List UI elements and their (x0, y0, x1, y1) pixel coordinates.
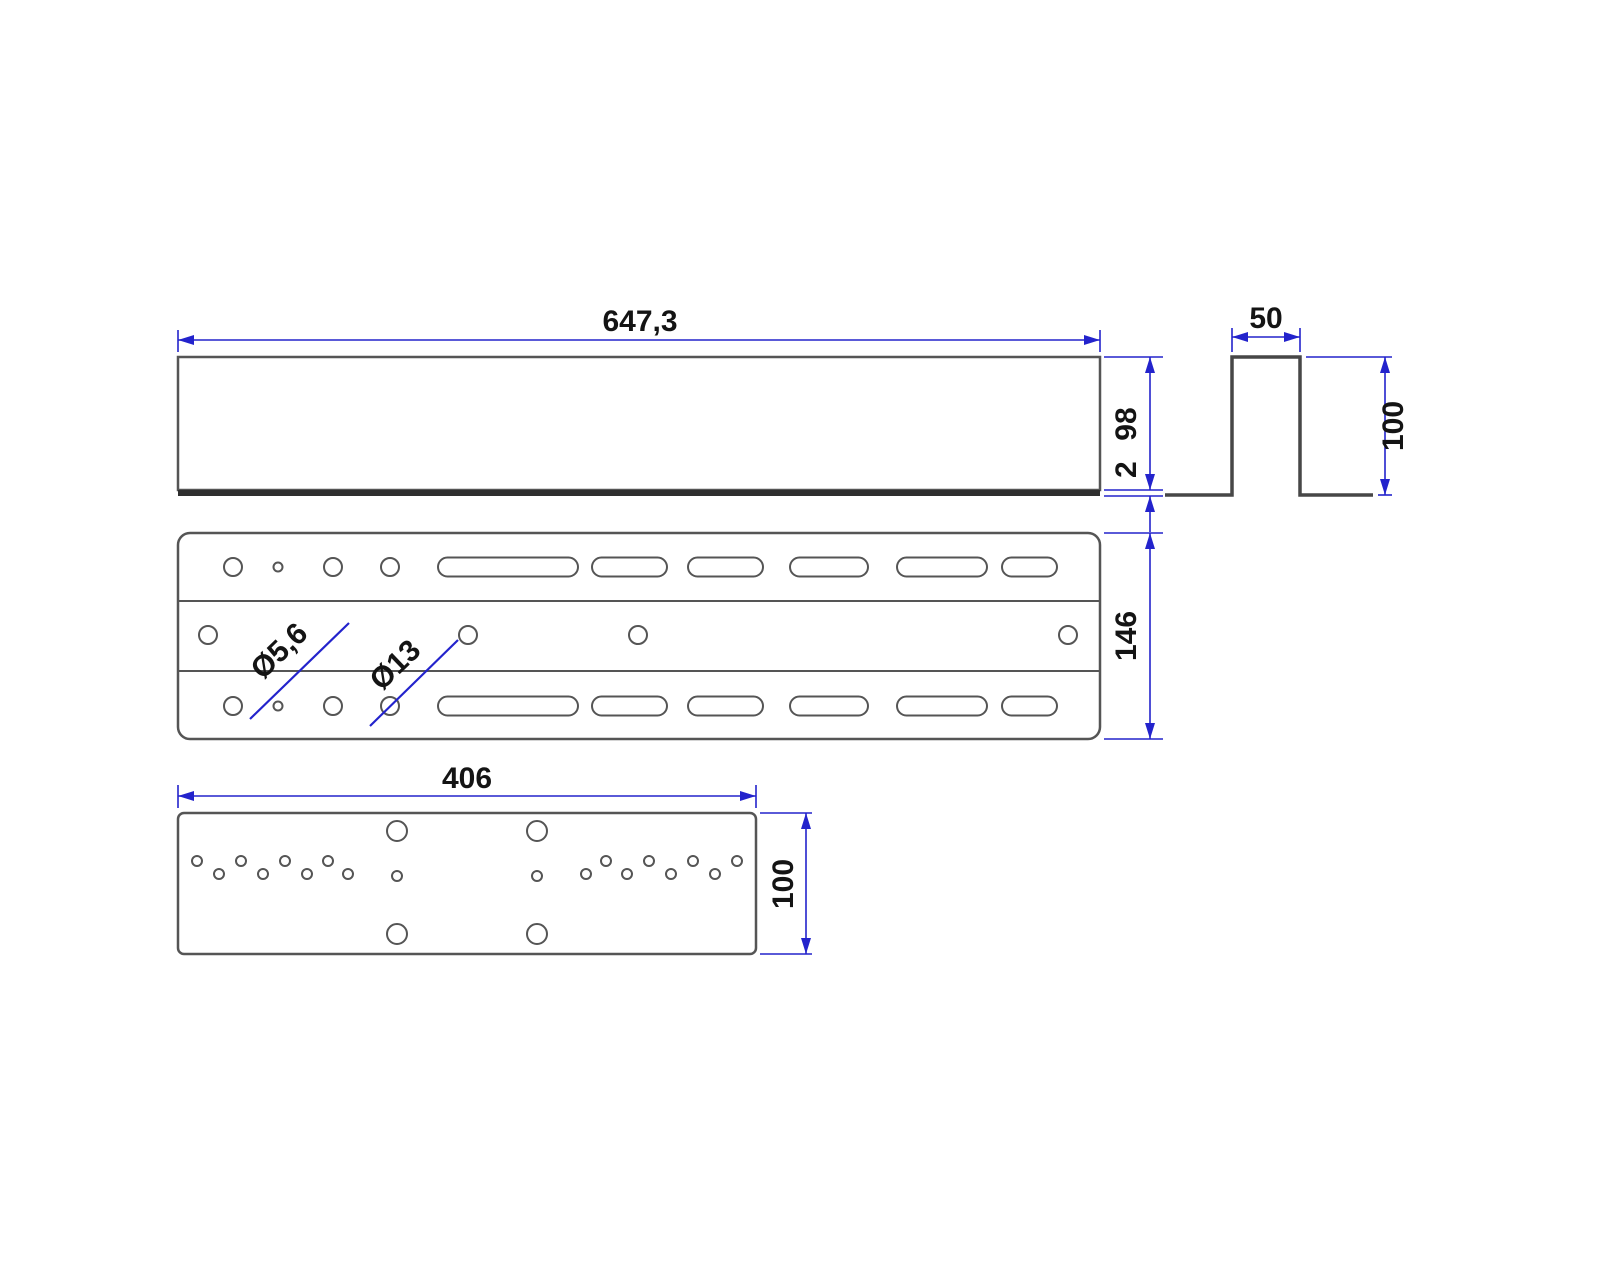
hole-small (709, 868, 721, 880)
plate-center-holes (391, 870, 543, 882)
hole-small (643, 855, 655, 867)
flat-pattern-view: Ø5,6 Ø13 (176, 531, 1102, 741)
dim-text-section-width: 50 (1249, 302, 1282, 335)
hole (380, 557, 400, 577)
dim-text-flat-width: 146 (1110, 611, 1143, 661)
hole-small (272, 561, 284, 573)
hole-small (687, 855, 699, 867)
slot (789, 556, 869, 578)
slot (687, 695, 764, 717)
slot (437, 556, 579, 578)
hole-small (665, 868, 677, 880)
flat-bottom-hole-row (223, 695, 1058, 717)
dim-text-plate-width: 100 (767, 859, 800, 909)
plate-right-hole-group (580, 855, 743, 880)
hole (198, 625, 218, 645)
dim-plate-width: 100 (760, 812, 812, 955)
dim-side-height: 98 2 (1104, 356, 1163, 532)
side-view-outline (176, 355, 1102, 492)
dim-text-plate-length: 406 (442, 762, 492, 795)
plate-left-hole-group (191, 855, 354, 880)
hole (323, 696, 343, 716)
hole (458, 625, 478, 645)
hole-small (301, 868, 313, 880)
hole-small (272, 700, 284, 712)
dim-plate-length: 406 (177, 762, 757, 808)
dim-text-section-height: 100 (1377, 401, 1410, 451)
section-profile-outline (1165, 355, 1373, 497)
slot (687, 556, 764, 578)
plate-corner-holes (386, 820, 548, 945)
hole (386, 820, 408, 842)
hole (526, 820, 548, 842)
hole-small (621, 868, 633, 880)
side-view (176, 355, 1102, 496)
flat-top-hole-row (223, 556, 1058, 578)
leader-line (249, 622, 350, 720)
hole (628, 625, 648, 645)
dim-section-width: 50 (1231, 302, 1301, 352)
slot (591, 695, 668, 717)
leader-line (369, 639, 459, 727)
dim-text-side-height: 98 (1110, 407, 1143, 440)
slot (437, 695, 579, 717)
hole-small (322, 855, 334, 867)
flat-middle-hole-row (198, 625, 1078, 645)
hole-small (731, 855, 743, 867)
hole-small (235, 855, 247, 867)
section-view (1165, 355, 1373, 497)
hole-small (213, 868, 225, 880)
slot (591, 556, 668, 578)
hole (386, 923, 408, 945)
dim-text-side-thickness: 2 (1110, 461, 1143, 478)
slot (896, 556, 988, 578)
slot (1001, 695, 1058, 717)
hole-small (580, 868, 592, 880)
hole-small (191, 855, 203, 867)
hole-small (257, 868, 269, 880)
dim-section-height: 100 (1306, 356, 1410, 496)
hole-small (531, 870, 543, 882)
slot (789, 695, 869, 717)
hole (1058, 625, 1078, 645)
hole (323, 557, 343, 577)
dim-text-side-length: 647,3 (602, 305, 677, 338)
hole-small (391, 870, 403, 882)
plate-outline (176, 811, 758, 956)
hole-small (600, 855, 612, 867)
dim-flat-width: 146 (1104, 532, 1163, 740)
hole (223, 696, 243, 716)
plate-view (176, 811, 758, 956)
slot (1001, 556, 1058, 578)
hole-small (279, 855, 291, 867)
dim-side-length: 647,3 (177, 305, 1101, 352)
slot (896, 695, 988, 717)
hole-small (342, 868, 354, 880)
hole (223, 557, 243, 577)
hole (526, 923, 548, 945)
